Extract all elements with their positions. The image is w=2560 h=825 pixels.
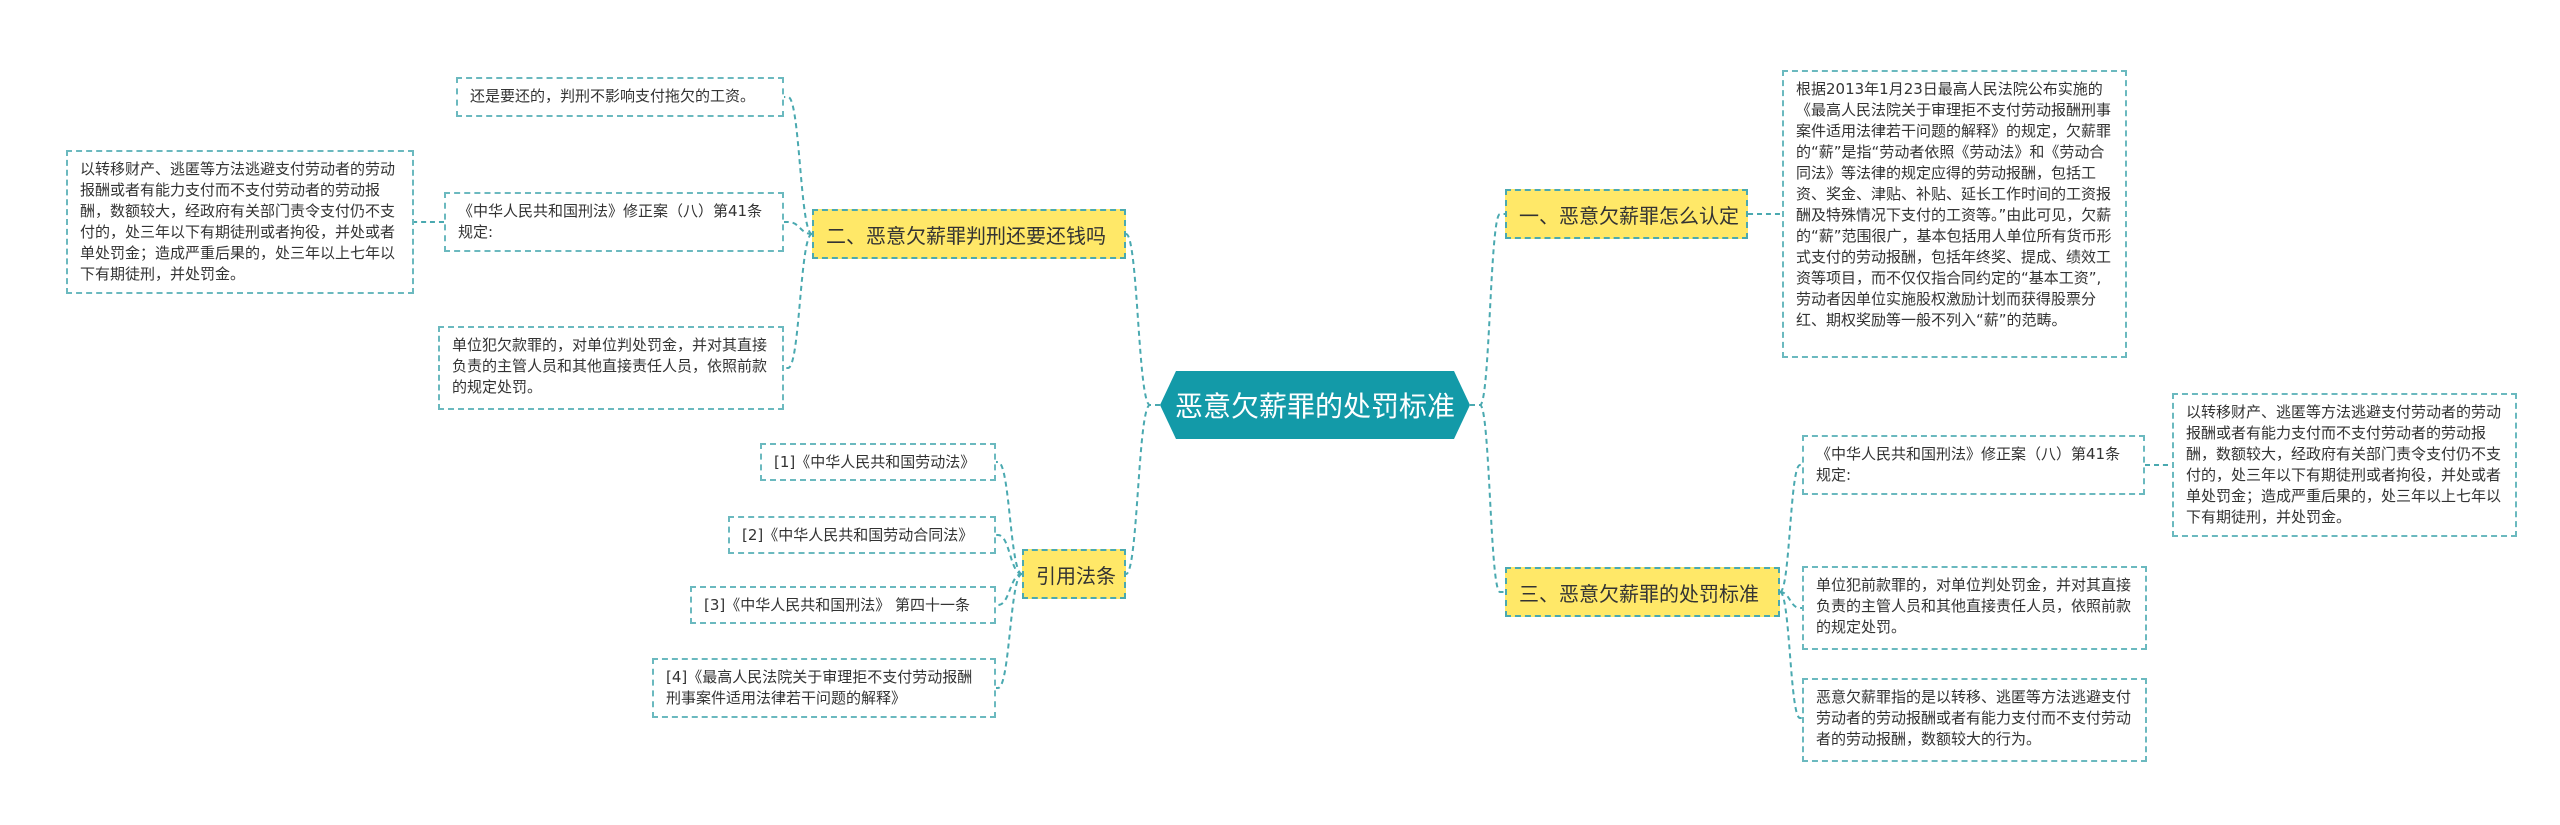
link-b3-unit	[1779, 591, 1802, 609]
leaf-text: 单位犯前款罪的，对单位判处罚金，并对其直接负责的主管人员和其他直接责任人员，依照…	[1816, 576, 2132, 636]
link-root-b1	[1470, 213, 1505, 406]
leaf-unit-crime[interactable]: 单位犯前款罪的，对单位判处罚金，并对其直接负责的主管人员和其他直接责任人员，依照…	[1802, 566, 2147, 650]
link-b4-c3	[996, 573, 1023, 606]
branch-label: 引用法条	[1036, 563, 1116, 588]
leaf-text: 《中华人民共和国刑法》修正案（八）第41条规定:	[458, 202, 763, 241]
link-b4-c4	[996, 573, 1023, 689]
leaf-article-detail[interactable]: 以转移财产、逃匿等方法逃避支付劳动者的劳动报酬或者有能力支付而不支付劳动者的劳动…	[2172, 393, 2517, 537]
leaf-still-repay[interactable]: 还是要还的，判刑不影响支付拖欠的工资。	[456, 77, 784, 117]
root-topic[interactable]: 恶意欠薪罪的处罚标准	[1160, 371, 1470, 439]
leaf-wage-definition[interactable]: 根据2013年1月23日最高人民法院公布实施的《最高人民法院关于审理拒不支付劳动…	[1782, 70, 2127, 358]
root-title: 恶意欠薪罪的处罚标准	[1174, 390, 1455, 423]
leaf-text: [4]《最高人民法院关于审理拒不支付劳动报酬刑事案件适用法律若干问题的解释》	[666, 668, 973, 707]
link-b3-def	[1779, 591, 1802, 719]
leaf-text: 还是要还的，判刑不影响支付拖欠的工资。	[470, 87, 756, 105]
branch-label: 二、恶意欠薪罪判刑还要还钱吗	[826, 223, 1106, 248]
leaf-unit-crime[interactable]: 单位犯欠款罪的，对单位判处罚金，并对其直接负责的主管人员和其他直接责任人员，依照…	[438, 326, 784, 410]
branch-label: 一、恶意欠薪罪怎么认定	[1519, 203, 1739, 228]
link-root-b3	[1470, 404, 1505, 593]
leaf-text: 以转移财产、逃匿等方法逃避支付劳动者的劳动报酬或者有能力支付而不支付劳动者的劳动…	[80, 160, 396, 283]
link-root-b2	[1125, 233, 1160, 406]
leaf-text: 以转移财产、逃匿等方法逃避支付劳动者的劳动报酬或者有能力支付而不支付劳动者的劳动…	[2186, 403, 2502, 526]
branch-identify[interactable]: 一、恶意欠薪罪怎么认定	[1505, 189, 1748, 239]
citation-judicial-interpretation[interactable]: [4]《最高人民法院关于审理拒不支付劳动报酬刑事案件适用法律若干问题的解释》	[652, 658, 996, 718]
leaf-criminal-law-article[interactable]: 《中华人民共和国刑法》修正案（八）第41条规定:	[1802, 435, 2145, 495]
link-b4-c1	[996, 461, 1023, 575]
link-b3-law	[1779, 464, 1802, 593]
citation-criminal-law-art41[interactable]: [3]《中华人民共和国刑法》 第四十一条	[690, 586, 996, 624]
leaf-text: [3]《中华人民共和国刑法》 第四十一条	[704, 595, 971, 614]
link-b2-pay	[784, 96, 813, 235]
leaf-text: [1]《中华人民共和国劳动法》	[774, 452, 976, 471]
leaf-text: 《中华人民共和国刑法》修正案（八）第41条规定:	[1816, 445, 2121, 484]
citation-labor-contract-law[interactable]: [2]《中华人民共和国劳动合同法》	[728, 516, 996, 554]
branch-label: 三、恶意欠薪罪的处罚标准	[1519, 581, 1759, 606]
link-root-b4	[1125, 404, 1160, 575]
leaf-crime-definition[interactable]: 恶意欠薪罪指的是以转移、逃匿等方法逃避支付劳动者的劳动报酬或者有能力支付而不支付…	[1802, 678, 2147, 762]
leaf-text: 根据2013年1月23日最高人民法院公布实施的《最高人民法院关于审理拒不支付劳动…	[1796, 80, 2112, 329]
leaf-text: 单位犯欠款罪的，对单位判处罚金，并对其直接负责的主管人员和其他直接责任人员，依照…	[452, 336, 768, 396]
link-b2-unit	[784, 233, 813, 369]
leaf-text: 恶意欠薪罪指的是以转移、逃匿等方法逃避支付劳动者的劳动报酬或者有能力支付而不支付…	[1816, 688, 2132, 748]
link-b4-c2	[996, 534, 1023, 575]
link-b2-law	[784, 221, 813, 235]
leaf-criminal-law-article[interactable]: 《中华人民共和国刑法》修正案（八）第41条规定:	[444, 192, 784, 252]
branch-cited-laws[interactable]: 引用法条	[1022, 549, 1126, 599]
citation-labor-law[interactable]: [1]《中华人民共和国劳动法》	[760, 443, 996, 481]
leaf-text: [2]《中华人民共和国劳动合同法》	[742, 525, 974, 544]
branch-repay-after-sentence[interactable]: 二、恶意欠薪罪判刑还要还钱吗	[812, 209, 1126, 259]
leaf-article-detail[interactable]: 以转移财产、逃匿等方法逃避支付劳动者的劳动报酬或者有能力支付而不支付劳动者的劳动…	[66, 150, 414, 294]
branch-penalty-standard[interactable]: 三、恶意欠薪罪的处罚标准	[1505, 567, 1780, 617]
